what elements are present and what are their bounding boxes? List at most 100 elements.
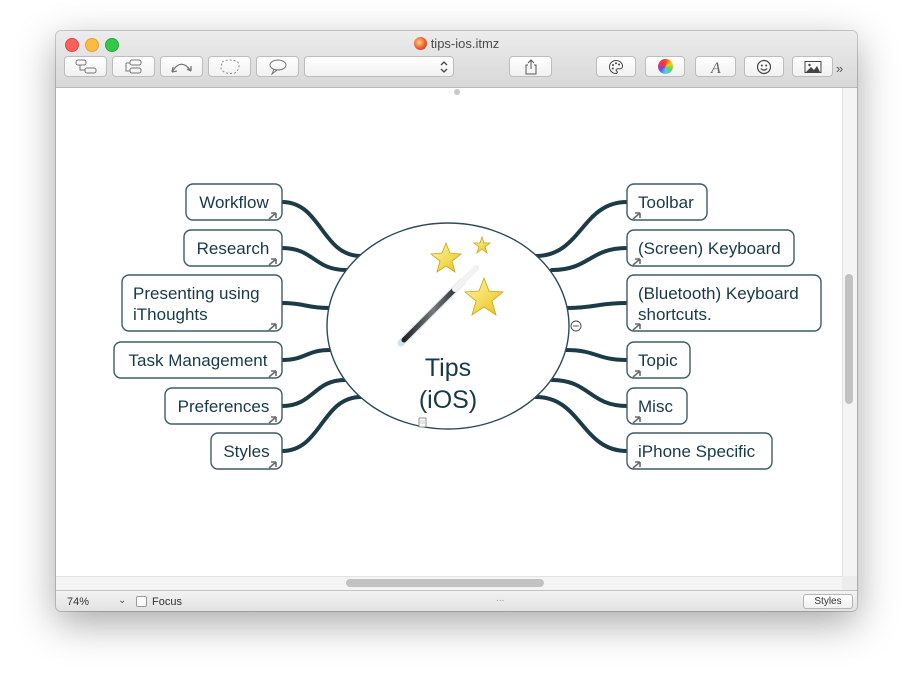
topic-iphone-specific[interactable]: iPhone Specific [626, 432, 773, 470]
connector-line [280, 200, 363, 258]
link-arrow-icon [632, 370, 641, 378]
close-window-button[interactable] [65, 38, 79, 52]
topic-label: (Bluetooth) Keyboard [638, 284, 799, 303]
zoom-level[interactable]: 74% [67, 596, 90, 608]
smiley-icon [756, 59, 772, 74]
connector-line [550, 246, 629, 272]
topic-topic[interactable]: Topic [626, 341, 691, 379]
relationship-arrow-icon [170, 63, 192, 73]
share-icon [525, 58, 536, 74]
link-arrow-icon [268, 461, 277, 469]
dotted-boundary-icon [219, 59, 239, 74]
link-arrow-icon [268, 323, 277, 331]
speech-bubble-icon [269, 59, 286, 75]
topic-label: Preferences [178, 397, 270, 416]
topic-label: (Screen) Keyboard [638, 239, 781, 258]
window-title-container: tips-ios.itmz [56, 36, 857, 51]
palette-button[interactable] [596, 56, 636, 77]
vertical-scroll-thumb[interactable] [845, 274, 853, 404]
color-wheel-icon [657, 59, 673, 74]
focus-checkbox[interactable] [136, 596, 147, 607]
connector-line [280, 348, 332, 362]
canvas-top-handle[interactable] [454, 89, 460, 95]
window-title: tips-ios.itmz [430, 36, 500, 51]
topic-label: Task Management [129, 351, 268, 370]
topic-toolbar[interactable]: Toolbar [626, 183, 708, 221]
topic-presenting-using-ithoughts[interactable]: Presenting using iThoughts [121, 274, 283, 332]
updown-chevron-icon [440, 60, 448, 73]
topic-bluetooth-keyboard-shortcuts[interactable]: (Bluetooth) Keyboard shortcuts. [626, 274, 822, 332]
topic-box [121, 274, 283, 332]
topic-label: Workflow [199, 193, 269, 212]
topic-misc[interactable]: Misc [626, 387, 688, 425]
connector-line [550, 378, 629, 408]
add-sibling-topic-icon [125, 59, 141, 73]
title-bar: tips-ios.itmz A [56, 31, 857, 88]
central-topic-subtitle: (iOS) [419, 386, 477, 414]
link-arrow-icon [268, 370, 277, 378]
callout-button[interactable] [256, 56, 299, 77]
image-button[interactable] [792, 56, 833, 77]
topic-label: Presenting using [133, 284, 260, 303]
connector-line [564, 348, 629, 362]
topic-screen-keyboard[interactable]: (Screen) Keyboard [626, 229, 795, 267]
topic-box [626, 387, 688, 425]
topic-box [626, 183, 708, 221]
link-arrow-icon [632, 212, 641, 220]
emoji-button[interactable] [744, 56, 784, 77]
collapse-toggle[interactable] [570, 320, 582, 332]
add-relationship-button[interactable] [160, 56, 203, 77]
boundary-button[interactable] [208, 56, 251, 77]
topic-styles[interactable]: Styles [210, 432, 283, 470]
connector-line [534, 200, 629, 258]
style-combo[interactable] [304, 56, 454, 77]
status-bar: 74% ⌄ Focus ... Styles [56, 590, 857, 611]
toolbar-overflow-button[interactable]: » [836, 61, 844, 76]
link-arrow-icon [632, 258, 641, 266]
zoom-chevron-down-icon[interactable]: ⌄ [118, 595, 127, 606]
topic-box [164, 387, 283, 425]
fonts-button[interactable]: A [695, 56, 736, 77]
topic-label: iThoughts [133, 305, 208, 324]
add-child-topic-button[interactable] [64, 56, 107, 77]
topic-label: Research [197, 239, 270, 258]
topic-task-management[interactable]: Task Management [113, 341, 283, 379]
styles-button[interactable]: Styles [803, 594, 853, 609]
link-arrow-icon [268, 258, 277, 266]
svg-text:A: A [710, 60, 721, 75]
connector-line [280, 246, 348, 272]
minimize-window-button[interactable] [85, 38, 99, 52]
topic-box [626, 274, 822, 332]
font-a-icon: A [710, 60, 721, 75]
topic-label: Toolbar [638, 193, 694, 212]
link-arrow-icon [268, 212, 277, 220]
connector-line [280, 395, 363, 453]
topic-preferences[interactable]: Preferences [164, 387, 283, 425]
topic-label: Topic [638, 351, 678, 370]
topic-label: Misc [638, 397, 673, 416]
status-resize-handle[interactable]: ... [496, 593, 505, 604]
link-arrow-icon [632, 416, 641, 424]
central-topic-title: Tips [425, 354, 471, 382]
topic-box [626, 341, 691, 379]
share-button[interactable] [509, 56, 552, 77]
topic-label: shortcuts. [638, 305, 712, 324]
topic-research[interactable]: Research [183, 229, 283, 267]
topic-label: iPhone Specific [638, 442, 756, 461]
central-topic-shape [326, 222, 570, 430]
topic-box [210, 432, 283, 470]
image-icon [804, 60, 821, 73]
topic-box [113, 341, 283, 379]
connector-line [564, 301, 629, 310]
colors-button[interactable] [645, 56, 685, 77]
zoom-window-button[interactable] [105, 38, 119, 52]
magic-wand-icon [397, 235, 505, 347]
add-sibling-topic-button[interactable] [112, 56, 155, 77]
central-topic[interactable]: Tips (iOS) [326, 222, 570, 430]
link-arrow-icon [268, 416, 277, 424]
focus-label[interactable]: Focus [152, 596, 182, 608]
horizontal-scroll-thumb[interactable] [346, 579, 544, 587]
connector-line [280, 301, 331, 310]
topic-workflow[interactable]: Workflow [185, 183, 283, 221]
